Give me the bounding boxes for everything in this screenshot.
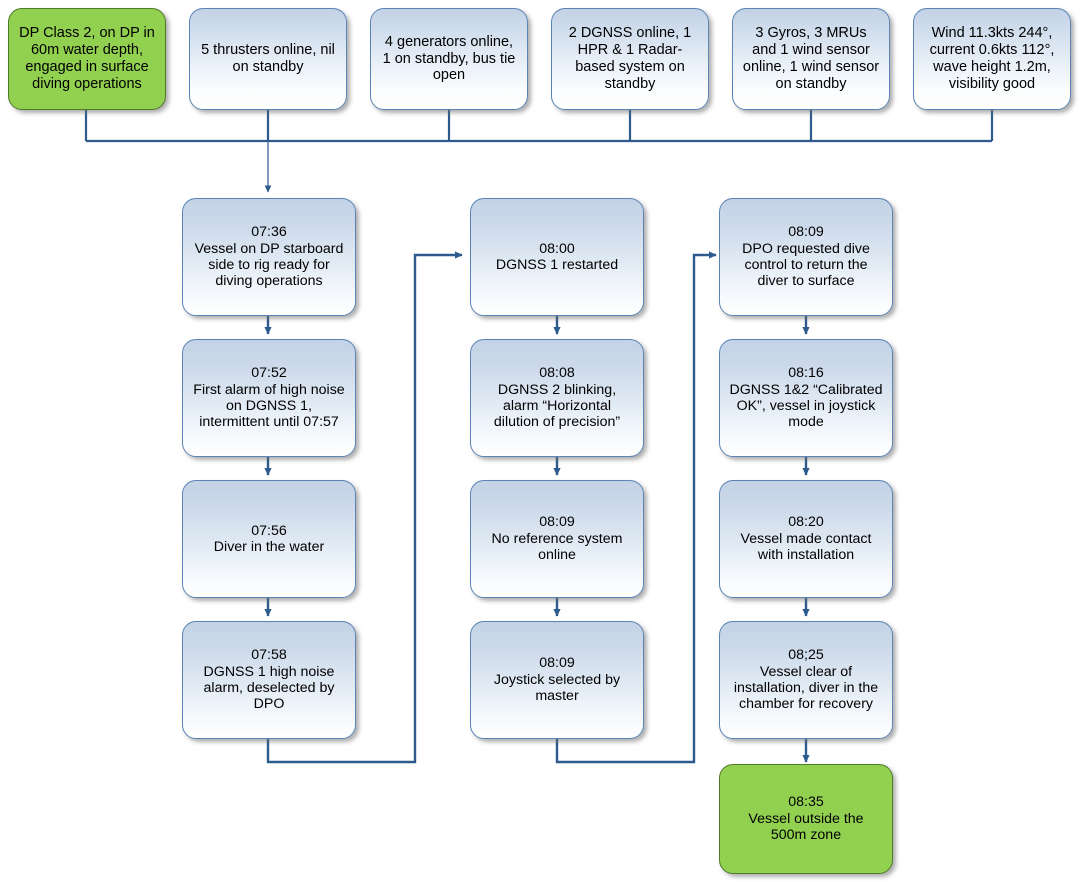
initial-condition-text: 2 DGNSS online, 1 HPR & 1 Radar-based sy… xyxy=(568,25,692,92)
event-node-label: 08:00 DGNSS 1 restarted xyxy=(495,240,619,273)
event-node-label: 08:20 Vessel made contact with installat… xyxy=(740,514,872,564)
event-node-0809-joystick[interactable]: 08:09 Joystick selected by master xyxy=(470,621,644,739)
initial-condition-dp-class-and-operation[interactable]: DP Class 2, on DP in 60m water depth, en… xyxy=(8,8,166,110)
event-node-label: 07:58 DGNSS 1 high noise alarm, deselect… xyxy=(203,647,335,713)
event-node-label: 07:52 First alarm of high noise on DGNSS… xyxy=(193,365,345,431)
initial-condition-environment-status[interactable]: Wind 11.3kts 244°, current 0.6kts 112°, … xyxy=(913,8,1071,110)
event-node-label: 08:09 DPO requested dive control to retu… xyxy=(742,224,870,290)
initial-condition-text: 5 thrusters online, nil on standby xyxy=(201,42,335,75)
event-node-label: 07:36 Vessel on DP starboard side to rig… xyxy=(194,224,344,290)
event-node-0736[interactable]: 07:36 Vessel on DP starboard side to rig… xyxy=(182,198,356,316)
event-node-label: 08:09 No reference system online xyxy=(491,514,623,564)
event-node-label: 08;25 Vessel clear of installation, dive… xyxy=(733,647,879,713)
initial-condition-text: 4 generators online, 1 on standby, bus t… xyxy=(382,33,516,84)
event-node-label: 08:08 DGNSS 2 blinking, alarm “Horizonta… xyxy=(493,365,621,431)
event-node-0758[interactable]: 07:58 DGNSS 1 high noise alarm, deselect… xyxy=(182,621,356,739)
event-node-0835-final[interactable]: 08:35 Vessel outside the 500m zone xyxy=(719,764,893,874)
initial-condition-position-reference-status[interactable]: 2 DGNSS online, 1 HPR & 1 Radar-based sy… xyxy=(551,8,709,110)
event-node-label: 08:35 Vessel outside the 500m zone xyxy=(748,794,864,844)
event-node-0808[interactable]: 08:08 DGNSS 2 blinking, alarm “Horizonta… xyxy=(470,339,644,457)
event-node-0825[interactable]: 08;25 Vessel clear of installation, dive… xyxy=(719,621,893,739)
initial-condition-text: DP Class 2, on DP in 60m water depth, en… xyxy=(19,25,155,92)
initial-condition-generators-status[interactable]: 4 generators online, 1 on standby, bus t… xyxy=(370,8,528,110)
initial-condition-sensors-status[interactable]: 3 Gyros, 3 MRUs and 1 wind sensor online… xyxy=(732,8,890,110)
initial-condition-text: Wind 11.3kts 244°, current 0.6kts 112°, … xyxy=(929,25,1055,92)
event-node-0809-dive-control[interactable]: 08:09 DPO requested dive control to retu… xyxy=(719,198,893,316)
event-node-label: 08:09 Joystick selected by master xyxy=(493,655,621,705)
event-node-label: 08:16 DGNSS 1&2 “Calibrated OK”, vessel … xyxy=(729,365,883,431)
event-node-0809-no-ref[interactable]: 08:09 No reference system online xyxy=(470,480,644,598)
event-node-0800[interactable]: 08:00 DGNSS 1 restarted xyxy=(470,198,644,316)
event-node-0816[interactable]: 08:16 DGNSS 1&2 “Calibrated OK”, vessel … xyxy=(719,339,893,457)
initial-condition-thrusters-status[interactable]: 5 thrusters online, nil on standby xyxy=(189,8,347,110)
event-node-0752[interactable]: 07:52 First alarm of high noise on DGNSS… xyxy=(182,339,356,457)
event-node-0756[interactable]: 07:56 Diver in the water xyxy=(182,480,356,598)
event-node-label: 07:56 Diver in the water xyxy=(213,522,325,555)
initial-condition-text: 3 Gyros, 3 MRUs and 1 wind sensor online… xyxy=(742,25,880,92)
event-node-0820[interactable]: 08:20 Vessel made contact with installat… xyxy=(719,480,893,598)
